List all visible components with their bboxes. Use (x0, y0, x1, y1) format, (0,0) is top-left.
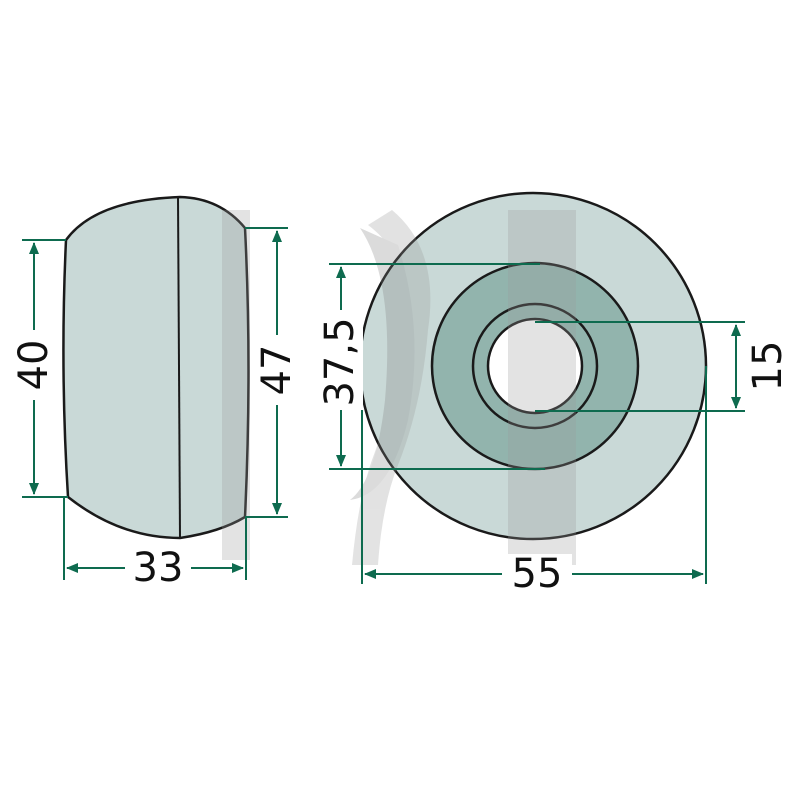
side-view-body (62, 195, 250, 540)
dimension-label-55: 55 (512, 551, 563, 597)
dimension-40: 40 (11, 239, 68, 498)
dimension-15: 15 (535, 321, 791, 412)
dimension-label-37-5: 37,5 (317, 317, 363, 406)
bore-hole (486, 317, 584, 415)
watermark-logo (222, 210, 576, 565)
dimension-label-40: 40 (11, 340, 57, 391)
dimension-47: 47 (245, 227, 300, 518)
dimension-label-33: 33 (133, 545, 184, 591)
dimension-label-47: 47 (254, 345, 300, 396)
dimension-33: 33 (63, 497, 247, 591)
side-view-parting-line (177, 196, 181, 539)
dimension-label-15: 15 (745, 341, 791, 392)
dimension-37-5: 37,5 (317, 263, 545, 470)
side-view (62, 195, 250, 540)
front-view (358, 191, 708, 541)
